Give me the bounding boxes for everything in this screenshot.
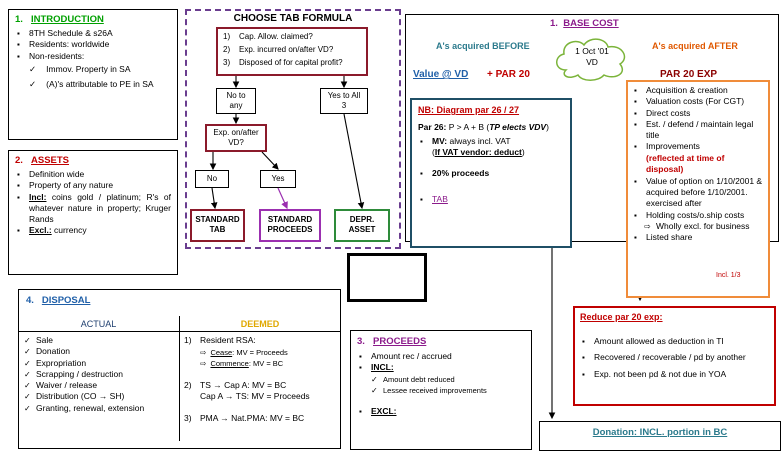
assets-item: Property of any nature (15, 180, 171, 192)
reduce-item: Exp. not been pd & not due in YOA (580, 369, 769, 381)
deemed-commence: ⇨ Commence: MV = BC (200, 359, 284, 368)
proceeds-excl: EXCL: (357, 406, 525, 418)
par20-item: Holding costs/o.ship costs (632, 210, 764, 222)
vat-note: (If VAT vendor: deduct) (432, 146, 525, 157)
deemed-ts: 2)TS → Cap A: MV = BC (184, 379, 287, 390)
valuation-date-text: 1 Oct '01 VD (575, 46, 609, 67)
par26-line: Par 26: P > A + B (TP elects VDV) (418, 122, 549, 132)
arrow-icon: ⇨ (200, 347, 207, 357)
actual-item: Waiver / release (22, 380, 177, 392)
after-label: A's acquired AFTER (652, 41, 738, 51)
introduction-title: INTRODUCTION (31, 14, 104, 25)
par20-item: Improvements (632, 141, 764, 153)
mv-item: MV: always incl. VAT (418, 136, 564, 148)
arrow-icon: ⇨ (200, 359, 207, 368)
actual-item: Granting, renewal, extension (22, 403, 177, 415)
proceeds-incl-item: Lessee received improvements (369, 385, 525, 397)
par20-item: Est. / defend / maintain legal title (632, 119, 764, 142)
disposal-title: DISPOSAL (41, 295, 91, 306)
no-to-any-box: No to any (216, 88, 256, 114)
par20-exp-label: PAR 20 EXP (660, 69, 718, 80)
deemed-pma: 3)PMA → Nat.PMA: MV = BC (184, 412, 305, 423)
diagram-par26-title: NB: Diagram par 26 / 27 (418, 105, 520, 115)
proceeds-incl: INCL: (357, 362, 525, 374)
exp-after-vd-box: Exp. on/after VD? (205, 124, 267, 152)
intro-item-schedule: 8TH Schedule & s26A (15, 28, 171, 40)
tab-formula-title: CHOOSE TAB FORMULA (233, 13, 353, 24)
deemed-header: DEEMED (240, 319, 280, 329)
introduction-box: 1.INTRODUCTION 8TH Schedule & s26A Resid… (8, 9, 178, 140)
actual-header: ACTUAL (80, 319, 117, 329)
check-icon: ✓ (29, 63, 37, 74)
introduction-heading: 1.INTRODUCTION (15, 14, 104, 25)
reduce-item: Recovered / recoverable / pd by another (580, 352, 769, 364)
actual-item: Scrapping / destruction (22, 369, 177, 381)
proceeds-item: Amount rec / accrued (357, 351, 525, 363)
actual-list: Sale Donation Expropriation Scrapping / … (22, 335, 177, 414)
yes-box: Yes (260, 170, 296, 188)
check-icon: ✓ (29, 79, 37, 90)
proceeds-title: PROCEEDS (373, 336, 427, 347)
par20-sub-item: Wholly excl. for business (642, 221, 764, 233)
proceeds-incl-item: Amount debt reduced (369, 374, 525, 386)
intro-item-residents: Residents: worldwide (15, 39, 171, 51)
valuation-date-cloud (556, 38, 626, 81)
assets-heading: 2.ASSETS (15, 155, 70, 166)
par20-item: Acquisition & creation (632, 85, 764, 97)
actual-item: Distribution (CO → SH) (22, 391, 177, 403)
no-box: No (195, 170, 229, 188)
reduce-title: Reduce par 20 exp: (580, 312, 663, 322)
proceeds-heading: 3.PROCEEDS (357, 336, 427, 347)
proceeds-box: 3.PROCEEDS Amount rec / accrued INCL: Am… (350, 330, 532, 450)
incl-note: Incl. 1/3 (716, 272, 741, 279)
disposal-heading: 4. DISPOSAL (26, 295, 91, 306)
standard-tab-box: STANDARD TAB (190, 209, 245, 242)
tab-item: TAB (418, 194, 564, 206)
proceeds-20-item: 20% proceeds (418, 168, 564, 180)
assets-item: Incl: coins gold / platinum; R's of what… (15, 192, 171, 226)
disposal-divider-v (179, 316, 180, 441)
assets-box: 2.ASSETS Definition wide Property of any… (8, 150, 178, 275)
deemed-cap: Cap A → TS: MV = Proceeds (200, 391, 310, 401)
par20-item: Valuation costs (For CGT) (632, 96, 764, 108)
par20-item: Direct costs (632, 108, 764, 120)
par20-cut-item: Listed share (632, 232, 764, 244)
yes-to-all-box: Yes to All 3 (320, 88, 368, 114)
questions-box: 1)Cap. Allow. claimed? 2)Exp. incurred o… (216, 27, 368, 76)
deemed-cease: ⇨ Cease: MV = Proceeds (200, 347, 288, 357)
assets-title: ASSETS (31, 155, 70, 166)
before-label: A's acquired BEFORE (436, 41, 530, 51)
deemed-resident: 1)Resident RSA: (184, 335, 256, 345)
par20-item: Value of option on 1/10/2001 & acquired … (632, 176, 764, 210)
intro-sub-property: ✓Immov. Property in SA (29, 63, 131, 74)
actual-item: Sale (22, 335, 177, 347)
intro-item-nonresidents: Non-residents: (15, 51, 171, 63)
reduce-item: Amount allowed as deduction in TI (580, 336, 769, 348)
assets-item: Definition wide (15, 169, 171, 181)
base-cost-heading: 1. BASE COST (550, 18, 619, 29)
value-at-vd: Value @ VD (413, 69, 469, 80)
base-cost-title: BASE COST (563, 18, 619, 29)
reduce-par20-box: Reduce par 20 exp: Amount allowed as ded… (573, 306, 776, 406)
par20-label: + PAR 20 (487, 69, 530, 80)
donation-box: Donation: INCL. portion in BC (539, 421, 781, 451)
actual-item: Expropriation (22, 358, 177, 370)
actual-item: Donation (22, 346, 177, 358)
improvements-note: (reflected at time of disposal) (646, 152, 725, 175)
assets-item: Excl.: currency (15, 225, 171, 237)
depr-asset-box: DEPR. ASSET (334, 209, 390, 242)
par20-exp-box: Acquisition & creation Valuation costs (… (626, 80, 770, 298)
donation-title: Donation: INCL. portion in BC (592, 427, 728, 438)
diagram-par26-box: NB: Diagram par 26 / 27 Par 26: P > A + … (410, 98, 572, 248)
standard-proceeds-box: STANDARD PROCEEDS (259, 209, 321, 242)
deemed-list: 1)Resident RSA: ⇨ Cease: MV = Proceeds ⇨… (184, 335, 339, 424)
empty-frame (347, 253, 427, 302)
intro-sub-pe: ✓(A)'s attributable to PE in SA (29, 79, 154, 90)
